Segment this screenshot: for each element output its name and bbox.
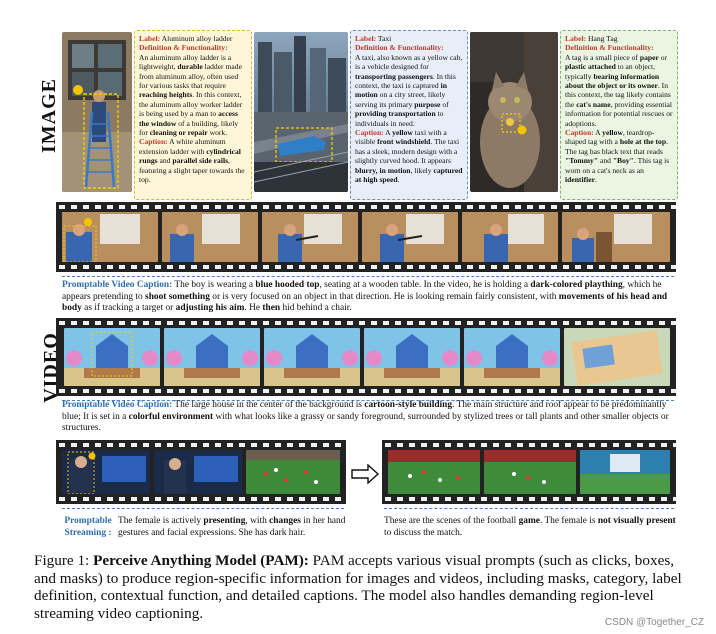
video2-frame — [264, 328, 360, 386]
tag-info-card: Label: Hang Tag Definition & Functionali… — [560, 30, 678, 200]
video2-timeline — [62, 400, 674, 401]
video1-frame — [562, 212, 670, 262]
stream-right-caption: These are the scenes of the football gam… — [384, 516, 676, 538]
taxi-info-card: Label: Taxi Definition & Functionality: … — [350, 30, 468, 200]
stream-left-filmstrip — [56, 440, 346, 504]
video1-frame — [462, 212, 558, 262]
video1-filmstrip — [56, 202, 676, 272]
video1-frame — [362, 212, 458, 262]
stream-frame — [62, 450, 150, 494]
video1-timeline — [62, 276, 674, 277]
video2-frame — [64, 328, 160, 386]
stream-frame — [580, 450, 670, 494]
video2-frame — [164, 328, 260, 386]
image-section-label: IMAGE — [38, 78, 60, 153]
video2-frame — [564, 328, 670, 386]
stream-frame — [154, 450, 242, 494]
cat-photo — [470, 32, 558, 192]
video1-caption: Promptable Video Caption: The boy is wea… — [62, 280, 668, 314]
video2-filmstrip — [56, 318, 676, 396]
stream-right-timeline — [384, 508, 674, 509]
stream-right-filmstrip — [382, 440, 676, 504]
taxi-photo — [254, 32, 348, 192]
ladder-info-card: Label: Aluminum alloy ladder Definition … — [134, 30, 252, 200]
stream-label: Promptable Streaming : — [64, 516, 112, 538]
stream-arrow — [350, 463, 380, 485]
video2-frame — [464, 328, 560, 386]
watermark: CSDN @Together_CZ — [604, 617, 704, 628]
ladder-photo — [62, 32, 132, 192]
video2-frame — [364, 328, 460, 386]
video1-frame — [62, 212, 158, 262]
video1-frame — [262, 212, 358, 262]
video2-caption: Promptable Video Caption: The large hous… — [62, 400, 669, 434]
figure-caption: Figure 1: Perceive Anything Model (PAM):… — [34, 552, 682, 622]
stream-frame — [246, 450, 340, 494]
video1-frame — [162, 212, 258, 262]
stream-frame — [484, 450, 576, 494]
stream-left-caption: The female is actively presenting, with … — [118, 516, 346, 538]
stream-frame — [388, 450, 480, 494]
stream-left-timeline — [62, 508, 344, 509]
